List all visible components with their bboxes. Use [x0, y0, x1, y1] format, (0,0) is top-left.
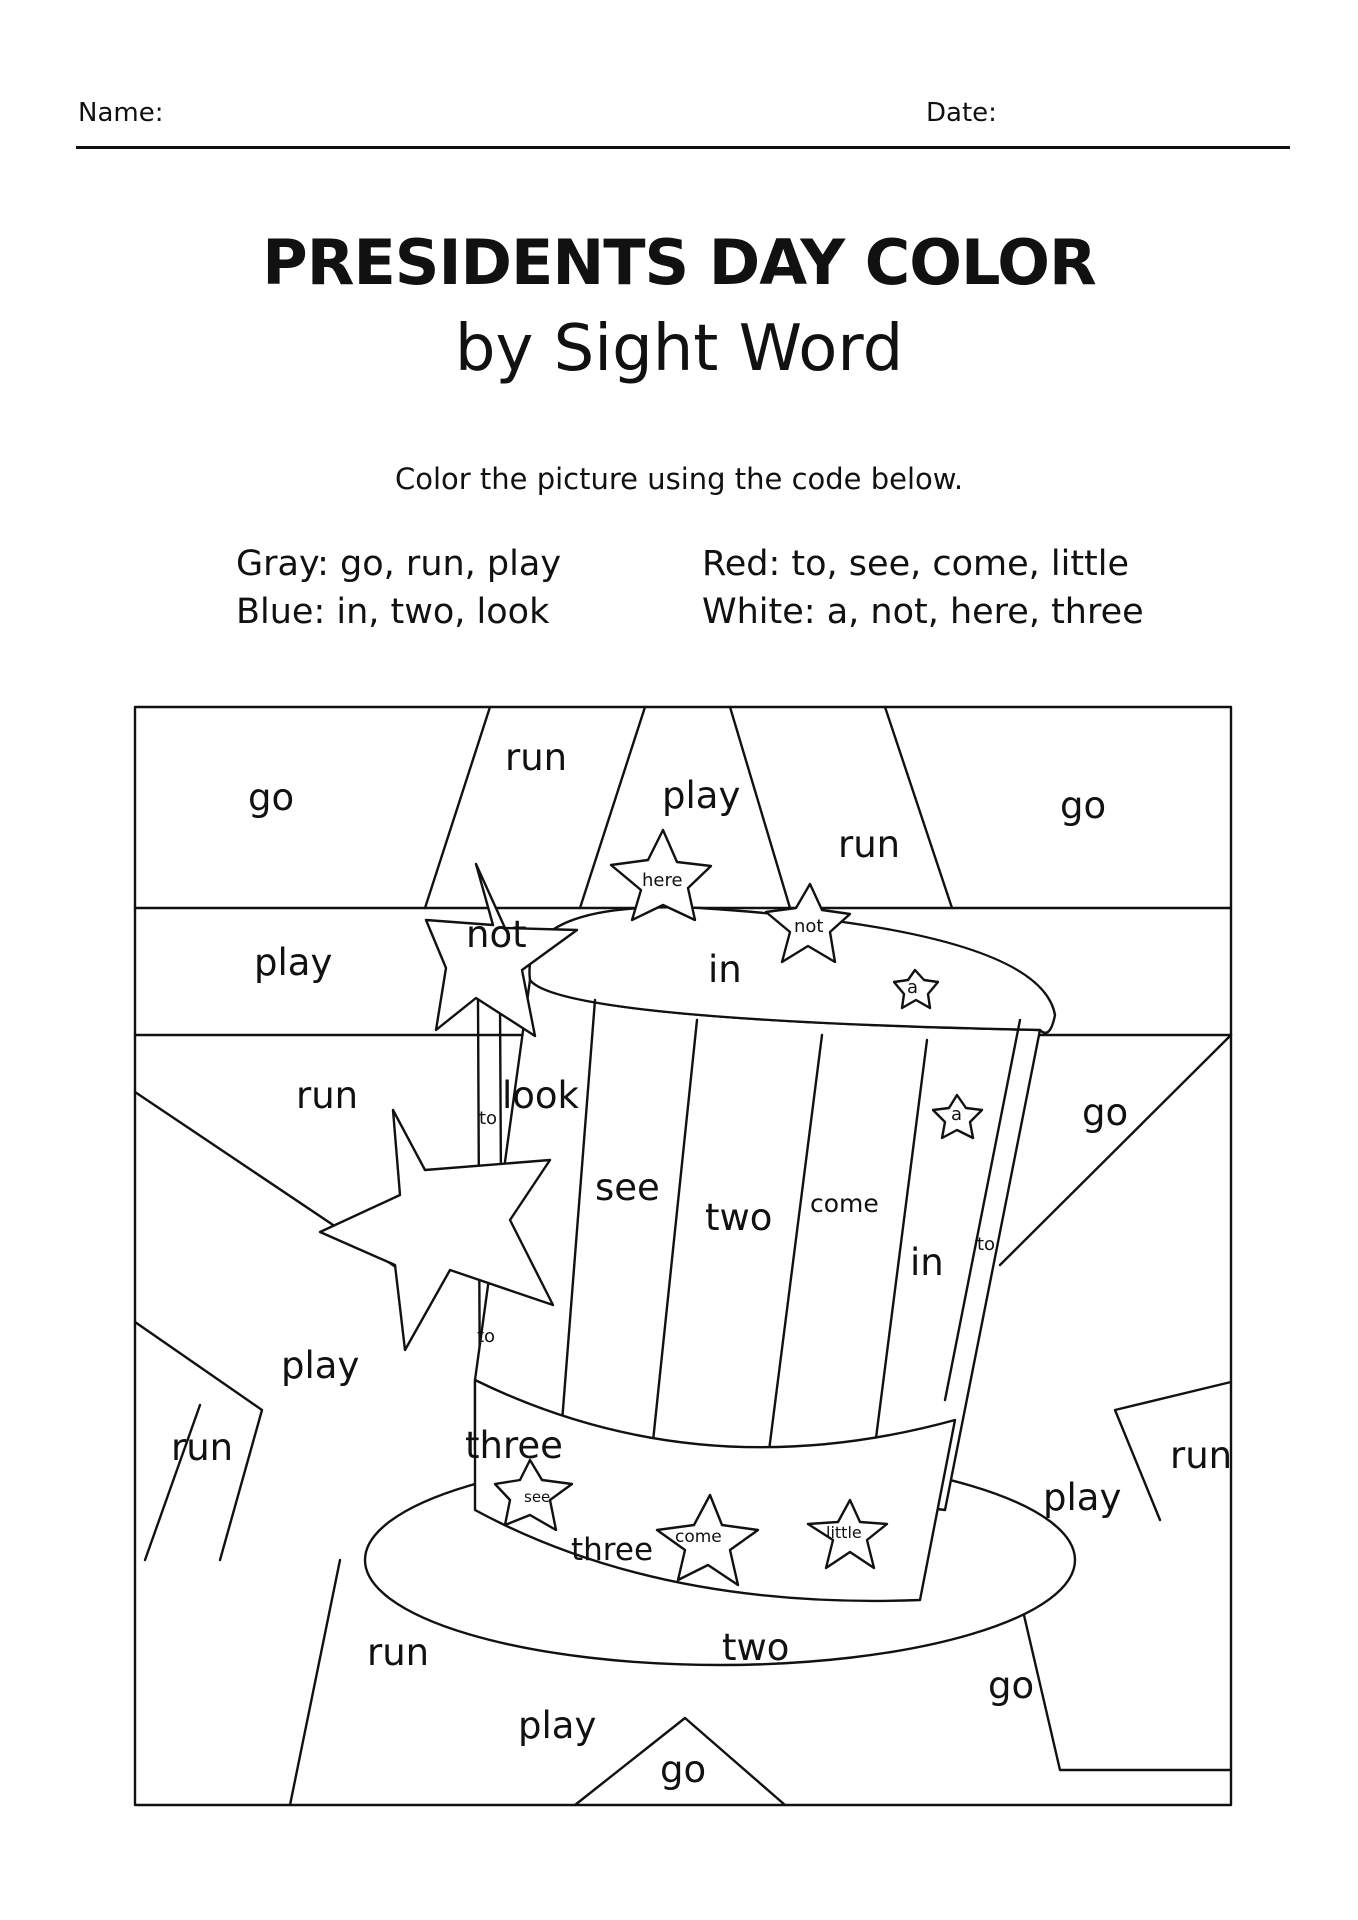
- worksheet-subtitle: by Sight Word: [454, 312, 904, 386]
- region-word: a: [951, 1104, 962, 1125]
- legend-red: Red: to, see, come, little: [702, 544, 1130, 584]
- region-word: go: [660, 1748, 706, 1791]
- name-label: Name:: [78, 98, 164, 128]
- star-ray-line: [573, 1716, 787, 1807]
- star-come: [655, 1493, 760, 1587]
- hat-stripe: [560, 998, 597, 1424]
- region-word: see: [524, 1488, 550, 1506]
- region-word: play: [281, 1344, 359, 1387]
- hat-stripe: [943, 1018, 1022, 1402]
- region-word: go: [248, 776, 294, 819]
- region-word: look: [502, 1074, 580, 1117]
- region-word: come: [810, 1189, 879, 1218]
- region-word: run: [367, 1631, 429, 1674]
- region-word: see: [595, 1166, 660, 1209]
- instruction-text: Color the picture using the code below.: [394, 462, 964, 496]
- star-ray-line: [423, 705, 492, 910]
- legend-white: White: a, not, here, three: [702, 592, 1144, 632]
- date-label: Date:: [926, 98, 997, 128]
- hat-stripe: [868, 1038, 929, 1487]
- region-word: a: [907, 977, 918, 998]
- legend-blue: Blue: in, two, look: [236, 592, 550, 632]
- region-word: run: [1170, 1434, 1232, 1477]
- region-word: go: [1082, 1091, 1128, 1134]
- region-word: play: [254, 941, 332, 984]
- star-ray-line: [883, 705, 954, 910]
- region-word: play: [518, 1704, 596, 1747]
- region-word: three: [465, 1424, 563, 1467]
- hat-stripe: [648, 1018, 699, 1472]
- star-ray-line: [578, 705, 647, 910]
- region-word: to: [479, 1108, 497, 1129]
- region-word: run: [505, 736, 567, 779]
- legend-gray: Gray: go, run, play: [236, 544, 562, 584]
- region-word: in: [910, 1241, 944, 1284]
- star-not-big: [424, 862, 579, 1038]
- region-word: go: [1060, 784, 1106, 827]
- region-word: not: [466, 913, 527, 956]
- region-word: go: [988, 1664, 1034, 1707]
- region-word: little: [826, 1523, 862, 1542]
- star-ray-line: [143, 1403, 202, 1562]
- region-word: two: [722, 1626, 789, 1669]
- star-a-1: [892, 968, 940, 1010]
- region-word: play: [662, 774, 740, 817]
- picture-frame: [133, 705, 1233, 1807]
- star-ray-line: [1113, 1380, 1233, 1522]
- star-ray-line: [133, 1320, 264, 1562]
- star-ray-line: [728, 705, 792, 910]
- star-here: [609, 828, 713, 922]
- region-word: two: [705, 1196, 772, 1239]
- region-word: three: [571, 1532, 653, 1568]
- star-not-small: [764, 882, 852, 964]
- region-word: here: [642, 870, 683, 891]
- star-little: [806, 1498, 889, 1570]
- region-word: play: [1043, 1476, 1121, 1519]
- region-word: to: [977, 1234, 995, 1255]
- region-word: run: [171, 1426, 233, 1469]
- hat-stripe: [763, 1033, 824, 1484]
- region-word: in: [708, 948, 742, 991]
- region-word: come: [675, 1527, 722, 1547]
- region-word: run: [296, 1074, 358, 1117]
- header-underline: [76, 146, 1290, 149]
- worksheet-title: PRESIDENTS DAY COLOR: [262, 226, 1096, 299]
- region-word: not: [794, 916, 823, 937]
- star-a-2: [931, 1093, 984, 1140]
- star-ray-line: [1008, 1553, 1233, 1772]
- star-ray-line: [998, 1033, 1233, 1267]
- star-see: [493, 1458, 574, 1532]
- star-three: [318, 1108, 555, 1352]
- region-word: run: [838, 823, 900, 866]
- region-word: to: [477, 1326, 495, 1347]
- star-ray-line: [288, 1558, 342, 1807]
